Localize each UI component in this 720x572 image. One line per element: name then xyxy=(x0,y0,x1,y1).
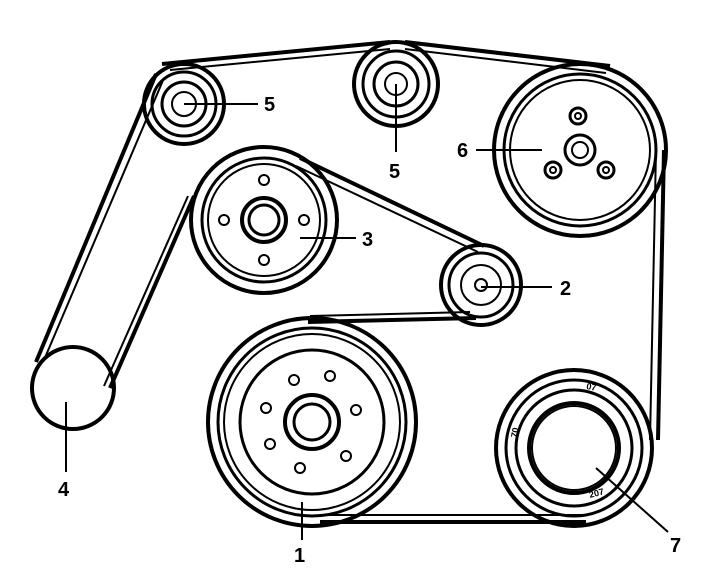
drive-belt xyxy=(34,40,666,524)
label-crankshaft: 1 xyxy=(294,545,305,567)
alternator-mark-a: 07 xyxy=(586,381,598,393)
crankshaft-pulley xyxy=(206,316,418,528)
water-pump-pulley xyxy=(189,145,339,295)
alternator-mark-c: 207 xyxy=(588,486,605,500)
belt-top-right-run-inner xyxy=(404,48,607,74)
belt-left-inner-run xyxy=(108,195,196,389)
belt-right-run-inner xyxy=(649,149,657,441)
belt-idler-crank-run-inner xyxy=(309,311,471,317)
belt-right-run xyxy=(656,149,666,441)
label-idler: 2 xyxy=(560,278,571,300)
label-power-steering: 6 xyxy=(457,140,468,162)
belt-pump-idler-run xyxy=(299,156,485,248)
belt-top-left-run xyxy=(161,40,391,66)
label-alternator: 7 xyxy=(670,535,681,557)
alternator-mark-b: 70 xyxy=(509,427,521,439)
leader-lines xyxy=(65,84,669,540)
leader-alternator xyxy=(595,467,669,533)
alternator-pulley: 07 70 207 xyxy=(494,368,654,528)
tensioner-pulley-top xyxy=(352,40,440,128)
label-water-pump: 3 xyxy=(362,229,373,251)
belt-left-outer-run xyxy=(34,73,158,363)
belt-left-inner-run-inner xyxy=(103,195,189,387)
idler-pulley xyxy=(439,243,523,327)
belt-top-left-run-inner xyxy=(169,48,391,71)
callout-labels: 5 5 6 3 2 4 1 7 xyxy=(58,94,681,567)
belt-left-outer-run-inner xyxy=(43,77,165,361)
label-tensioner-left: 5 xyxy=(264,94,275,116)
belt-top-right-run xyxy=(404,40,611,68)
label-fan: 4 xyxy=(58,479,70,501)
label-tensioner-top: 5 xyxy=(389,161,400,183)
fan-pulley xyxy=(30,345,116,431)
